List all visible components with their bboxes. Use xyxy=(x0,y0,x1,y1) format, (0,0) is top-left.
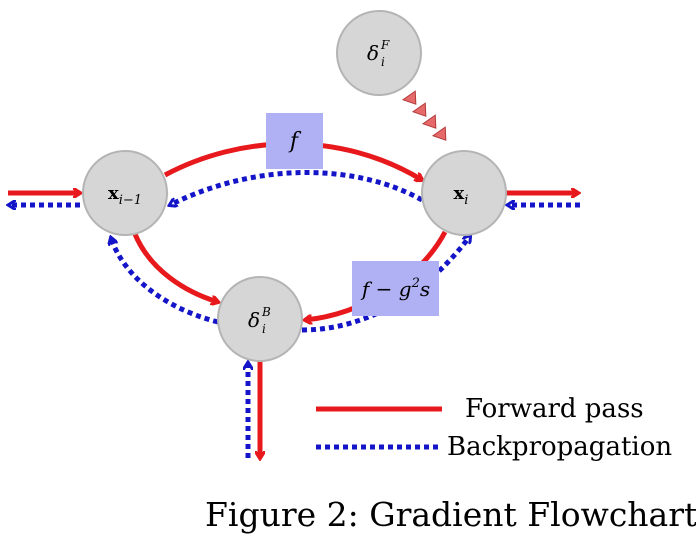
backward-edge-xi-to-xprev xyxy=(170,170,424,206)
box-f-minus-g2s: f − g2s xyxy=(352,261,439,316)
backward-edge-deltab-to-xprev xyxy=(111,238,219,325)
svg-text:i: i xyxy=(381,55,385,69)
node-x-prev: xi−1 xyxy=(82,150,168,236)
node-delta-f: δ F i xyxy=(336,10,422,96)
svg-text:B: B xyxy=(261,305,271,319)
box-f-minus-label: f − g2s xyxy=(360,276,430,301)
figure-caption: Figure 2: Gradient Flowchart. xyxy=(205,495,696,534)
node-delta-b: δ B i xyxy=(217,276,303,362)
legend-backward-label: Backpropagation xyxy=(447,432,672,462)
legend-forward-label: Forward pass xyxy=(465,394,644,424)
forward-edge-xprev-to-deltab xyxy=(132,233,218,302)
svg-text:δ: δ xyxy=(248,308,260,332)
svg-text:i: i xyxy=(262,322,266,336)
svg-text:xi: xi xyxy=(454,183,469,208)
svg-text:δ: δ xyxy=(367,41,379,65)
svg-text:xi−1: xi−1 xyxy=(108,183,142,208)
box-f: f xyxy=(266,113,323,169)
node-x-i: xi xyxy=(421,150,507,236)
legend: Forward pass Backpropagation xyxy=(316,394,672,462)
delta-f-chevron-arrow xyxy=(401,90,447,141)
svg-text:F: F xyxy=(380,38,390,52)
